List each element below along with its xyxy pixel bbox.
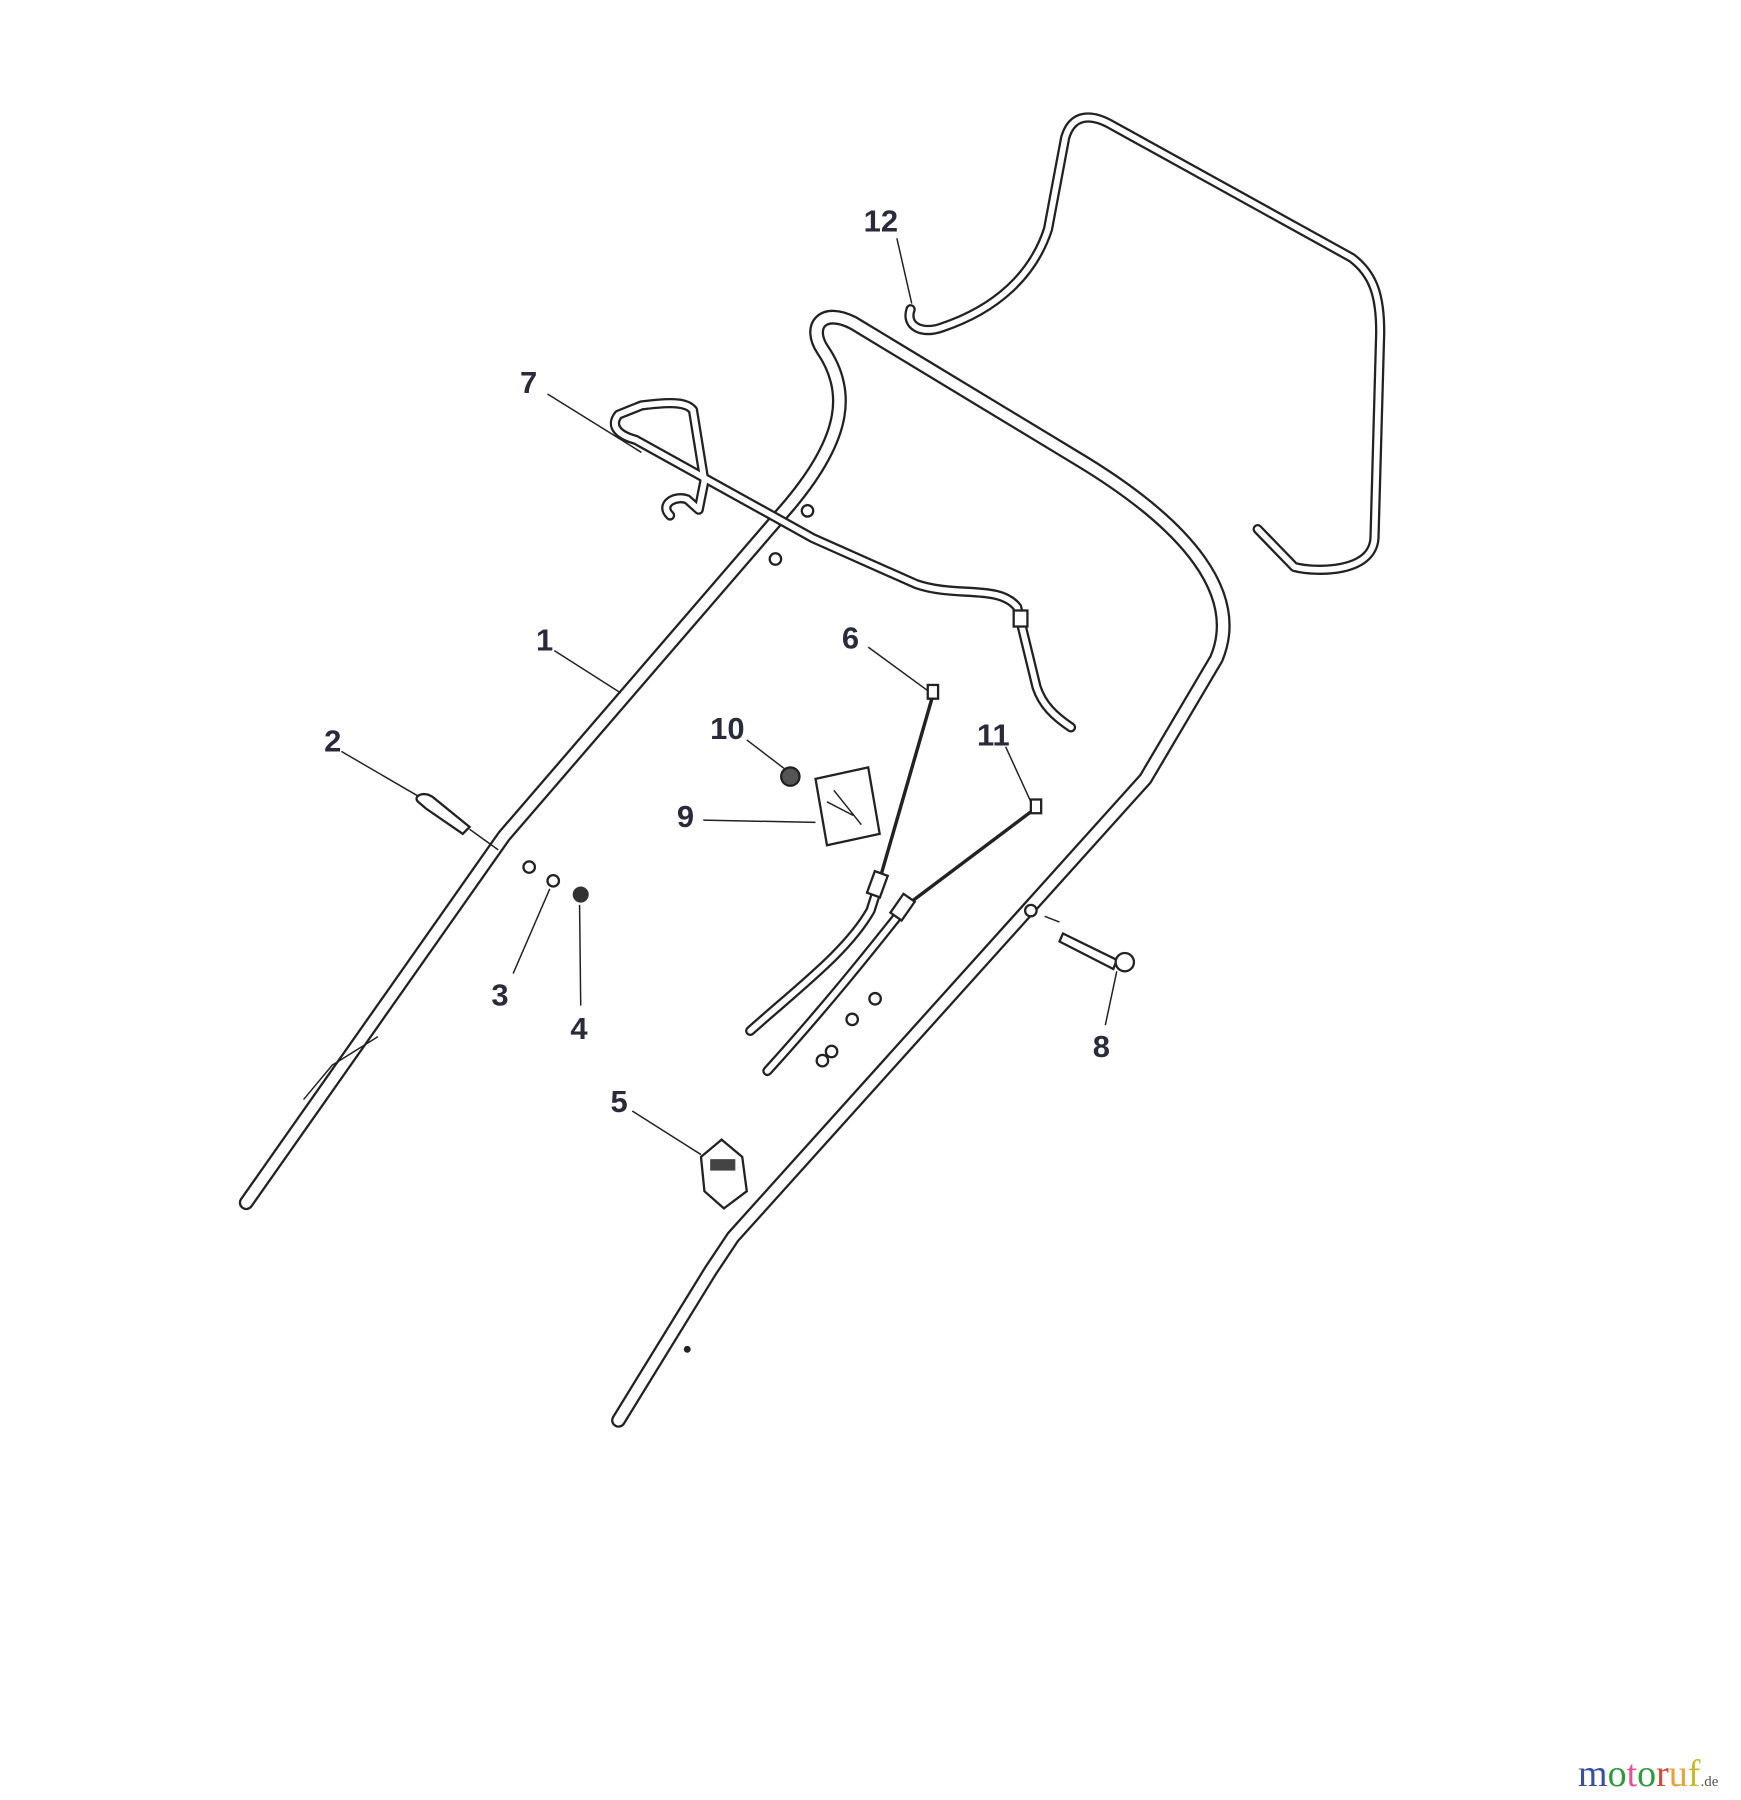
main-handle-frame <box>238 309 1231 1428</box>
callout-2: 2 <box>324 723 341 758</box>
callout-6: 6 <box>842 620 859 655</box>
nut-10 <box>780 766 801 787</box>
callout-11: 11 <box>977 718 1010 753</box>
cable-11 <box>762 798 1043 1077</box>
washers <box>815 991 882 1068</box>
callout-9: 9 <box>677 799 694 834</box>
callout-4: 4 <box>570 1011 588 1046</box>
callout-7: 7 <box>520 365 537 400</box>
upper-bail-bar <box>904 112 1386 575</box>
watermark-letter: m <box>1578 1753 1608 1795</box>
watermark-letter: f <box>1687 1753 1701 1795</box>
watermark-letter: r <box>1656 1753 1669 1795</box>
callout-12: 12 <box>864 203 898 238</box>
watermark-logo: motoruf.de <box>1578 1752 1718 1796</box>
callout-5: 5 <box>610 1084 627 1119</box>
watermark-suffix: .de <box>1700 1774 1719 1790</box>
nut-4 <box>572 886 589 903</box>
callout-3: 3 <box>491 978 508 1013</box>
washer-3 <box>546 873 561 888</box>
plate-9 <box>814 766 881 847</box>
bolt-8 <box>1058 931 1136 973</box>
callout-10: 10 <box>710 711 744 746</box>
bolt-2 <box>415 792 472 836</box>
leader-lines <box>340 238 1118 1156</box>
callout-8: 8 <box>1093 1029 1110 1064</box>
watermark-text: motoruf <box>1578 1753 1700 1795</box>
lower-bail-bar <box>609 397 1077 733</box>
watermark-letter: u <box>1668 1753 1688 1795</box>
cable-6 <box>745 683 940 1037</box>
watermark-letter: t <box>1626 1753 1638 1795</box>
watermark-letter: o <box>1637 1753 1657 1795</box>
watermark-letter: o <box>1607 1753 1627 1795</box>
callout-1: 1 <box>536 623 553 658</box>
clamp-5 <box>699 1138 749 1210</box>
